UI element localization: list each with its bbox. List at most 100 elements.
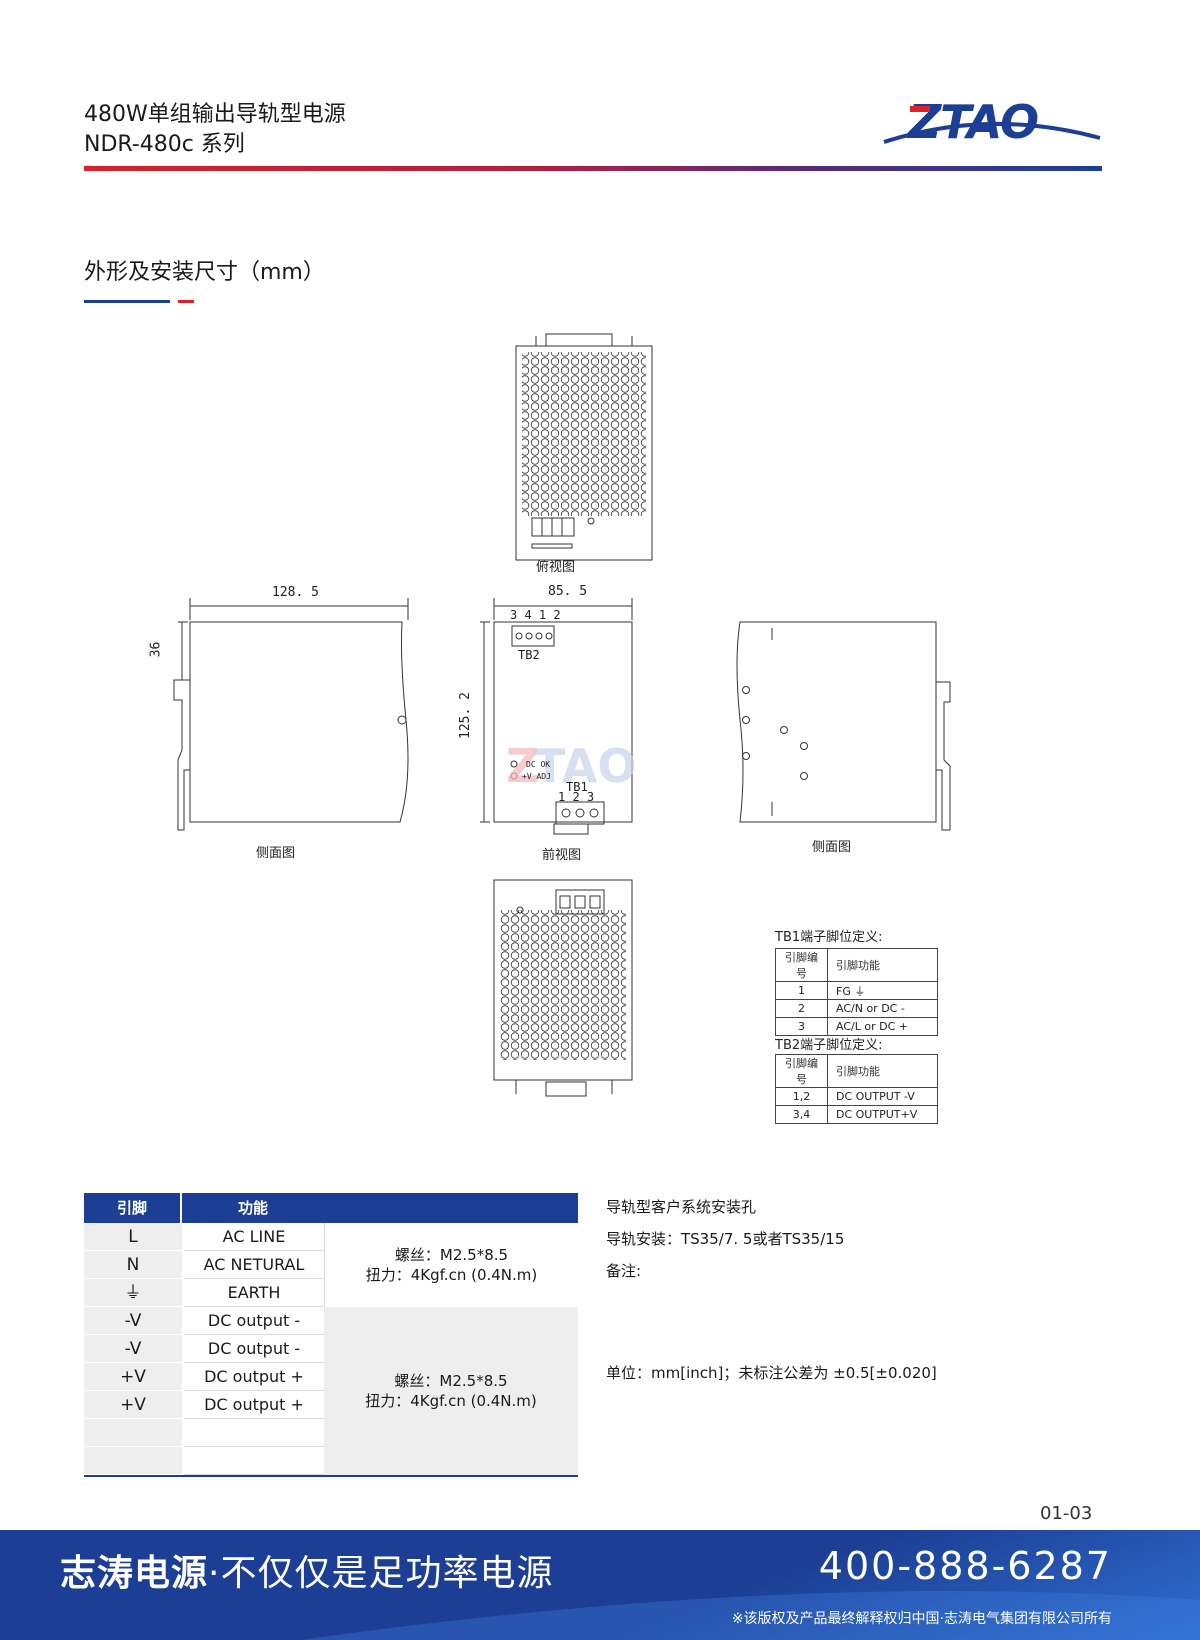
screw-spec-ac-line2: 扭力：4Kgf.cn (0.4N.m) <box>365 1266 538 1284</box>
screw-spec-dc-line2: 扭力：4Kgf.cn (0.4N.m) <box>365 1392 537 1410</box>
pin-cell: -V <box>84 1307 184 1335</box>
tb2-cell: 1,2 <box>775 1087 828 1106</box>
table-row <box>84 1447 578 1475</box>
pin-cell: N <box>84 1251 184 1279</box>
table-row <box>84 1419 578 1447</box>
front-view-label: 前视图 <box>542 848 582 863</box>
screw-spec-dc: 螺丝：M2.5*8.5 扭力：4Kgf.cn (0.4N.m) <box>324 1307 578 1475</box>
section-title: 外形及安装尺寸（mm） <box>84 260 325 285</box>
document-title: 480W单组输出导轨型电源 NDR-480c 系列 <box>84 100 346 160</box>
side-view-left-label: 侧面图 <box>256 846 296 861</box>
section-underline-blue <box>84 300 170 303</box>
tb1-cell: AC/L or DC + <box>827 1017 938 1036</box>
header-pin: 引脚 <box>84 1193 182 1223</box>
pin-cell: -V <box>84 1335 184 1363</box>
slogan-rest: ·不仅仅是足功率电源 <box>208 1553 554 1594</box>
svg-text:TAO: TAO <box>534 739 637 793</box>
tb1-cell: AC/N or DC - <box>827 999 938 1018</box>
svg-text:Z: Z <box>506 739 539 793</box>
dim-width: 85. 5 <box>548 584 588 599</box>
section-underline-red <box>178 300 194 303</box>
function-cell <box>184 1419 324 1447</box>
tb2-header-func: 引脚功能 <box>827 1054 938 1088</box>
tb2-cell: DC OUTPUT -V <box>827 1087 938 1106</box>
front-view: Z TAO <box>480 598 637 835</box>
screw-spec-ac-line1: 螺丝：M2.5*8.5 <box>394 1246 509 1264</box>
tb2-caption: TB2端子脚位定义: <box>775 1038 883 1053</box>
tb1-cell: 2 <box>775 999 828 1018</box>
table-bottom-rule <box>84 1475 578 1477</box>
tb1-caption: TB1端子脚位定义: <box>775 930 883 945</box>
tb1-pin-numbers: 1 2 3 <box>558 790 595 804</box>
tb2-cell: DC OUTPUT+V <box>827 1105 938 1124</box>
ztao-logo: Z TAO <box>883 95 1101 149</box>
tb2-label: TB2 <box>518 648 540 662</box>
svg-text:TAO: TAO <box>940 95 1038 149</box>
pin-cell <box>84 1419 184 1447</box>
function-cell: AC LINE <box>184 1223 324 1251</box>
footer-banner: 志涛电源·不仅仅是足功率电源 400-888-6287 ※该版权及产品最终解释权… <box>0 1530 1200 1640</box>
note-units: 单位：mm[inch]；未标注公差为 ±0.5[±0.020] <box>606 1364 937 1382</box>
pin-table-header: 引脚 功能 <box>84 1193 578 1223</box>
dim-depth: 128. 5 <box>272 585 319 600</box>
note-rail-holes: 导轨型客户系统安装孔 <box>606 1198 757 1216</box>
tb1-label: TB1 <box>566 780 588 794</box>
tb1-cell: 1 <box>775 981 828 1000</box>
title-line-2: NDR-480c 系列 <box>84 132 245 157</box>
function-cell: DC output + <box>184 1391 324 1419</box>
tb1-cell: FG ⏚ <box>827 981 938 1000</box>
footer-swoosh <box>300 1591 1200 1640</box>
dc-ok-label: DC OK <box>526 760 551 769</box>
function-cell: AC NETURAL <box>184 1251 324 1279</box>
pin-cell <box>84 1447 184 1475</box>
bottom-view <box>493 879 633 1097</box>
tb1-header-pin: 引脚编号 <box>775 948 828 982</box>
side-view-right-label: 侧面图 <box>812 840 852 855</box>
function-cell: DC output + <box>184 1363 324 1391</box>
earth-icon: ⏚ <box>84 1279 184 1307</box>
drawing-svg: Z TAO <box>173 333 951 1097</box>
function-cell <box>184 1447 324 1475</box>
page-number: 01-03 <box>1040 1503 1093 1524</box>
svg-text:Z: Z <box>906 95 943 149</box>
pin-cell: L <box>84 1223 184 1251</box>
top-view <box>515 333 653 561</box>
tb2-header-pin: 引脚编号 <box>775 1054 828 1088</box>
pin-cell: +V <box>84 1391 184 1419</box>
tb1-header-func: 引脚功能 <box>827 948 938 982</box>
function-cell: DC output - <box>184 1307 324 1335</box>
pin-cell: +V <box>84 1363 184 1391</box>
header-function: 功能 <box>237 1199 268 1217</box>
slogan-brand: 志涛电源 <box>60 1553 209 1594</box>
tb1-cell: 3 <box>775 1017 828 1036</box>
table-row: ⏚EARTH <box>84 1279 578 1307</box>
top-view-label: 俯视图 <box>536 560 576 575</box>
footer-phone: 400-888-6287 <box>818 1544 1112 1588</box>
dim-36: 36 <box>148 641 164 658</box>
note-rail-mount: 导轨安装：TS35/7. 5或者TS35/15 <box>606 1230 845 1248</box>
right-side-view <box>736 621 951 831</box>
dimension-drawing: Z TAO 俯视图 128. 5 3 <box>148 330 1050 1160</box>
function-cell: DC output - <box>184 1335 324 1363</box>
dim-height: 125. 2 <box>457 692 473 739</box>
v-adj-label: +V ADJ <box>522 772 551 781</box>
footer-slogan: 志涛电源·不仅仅是足功率电源 <box>60 1544 553 1596</box>
screw-spec-ac: 螺丝：M2.5*8.5 扭力：4Kgf.cn (0.4N.m) <box>324 1223 578 1307</box>
tb2-pin-numbers: 3 4 1 2 <box>510 608 561 622</box>
screw-spec-dc-line1: 螺丝：M2.5*8.5 <box>394 1372 508 1390</box>
left-side-view <box>173 598 409 831</box>
tb2-cell: 3,4 <box>775 1105 828 1124</box>
header-divider <box>84 166 1102 171</box>
footer-copyright: ※该版权及产品最终解释权归中国·志涛电气集团有限公司所有 <box>731 1611 1112 1627</box>
title-line-1: 480W单组输出导轨型电源 <box>84 102 346 127</box>
